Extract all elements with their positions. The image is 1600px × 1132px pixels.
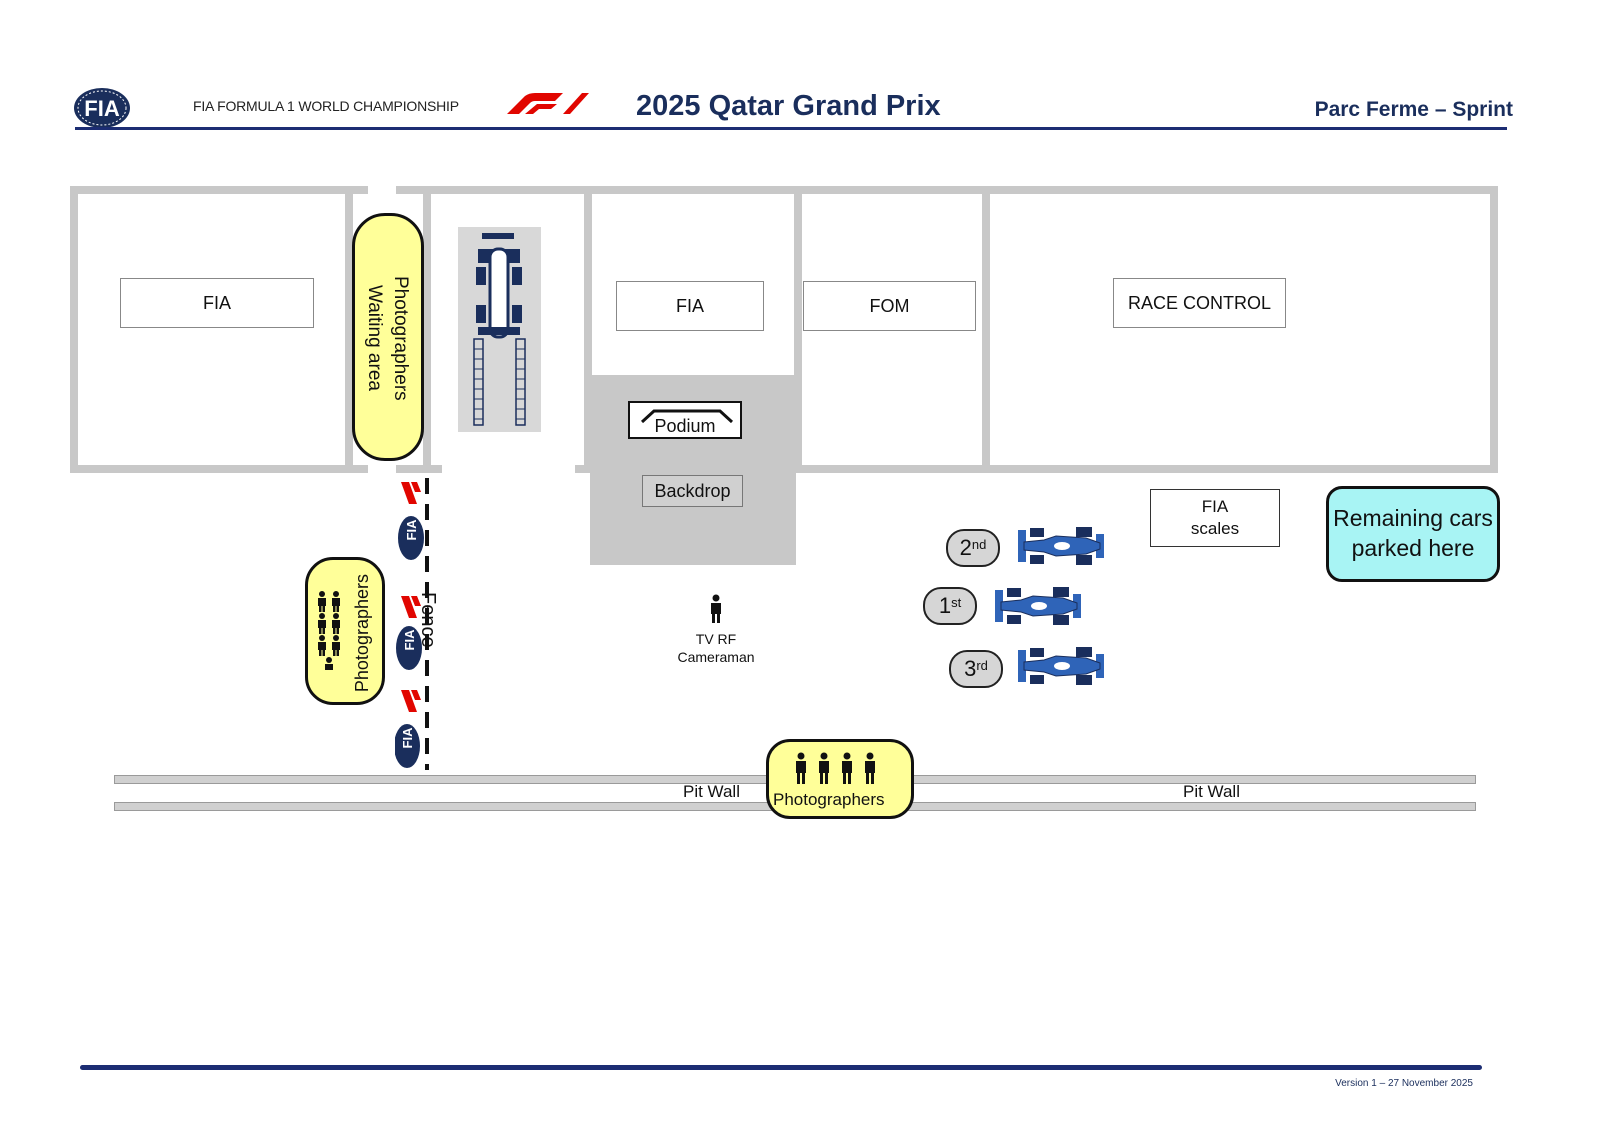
building-bottom-wall-mid: [396, 465, 442, 473]
remaining-cars-line2: parked here: [1351, 535, 1475, 561]
partition-5: [982, 194, 990, 465]
building-top-wall-left: [70, 186, 368, 194]
fia-scales-box: FIA scales: [1150, 489, 1280, 547]
tv-rf-cameraman-label: TV RF Cameraman: [677, 631, 755, 665]
partition-3: [584, 194, 592, 465]
race-control-room: RACE CONTROL: [1113, 278, 1286, 328]
svg-text:FIA: FIA: [400, 727, 415, 749]
fia-room-mid: FIA: [616, 281, 764, 331]
pit-wall-label-left: Pit Wall: [683, 782, 740, 801]
building-right-wall: [1490, 186, 1498, 473]
remaining-cars-line1: Remaining cars: [1333, 505, 1493, 532]
position-2-suffix: nd: [971, 536, 987, 552]
svg-text:FIA: FIA: [404, 519, 419, 541]
photographers-waiting-area: Photographers Waiting area: [352, 213, 424, 461]
remaining-cars-area: Remaining cars parked here: [1326, 486, 1500, 582]
version-label: Version 1 – 27 November 2025: [1335, 1078, 1473, 1089]
championship-label: FIA FORMULA 1 WORLD CHAMPIONSHIP: [193, 98, 459, 114]
fia-room-left: FIA: [120, 278, 314, 328]
building-top-wall-right: [396, 186, 1498, 194]
cameraman-icon: [711, 594, 721, 623]
partition-2: [423, 194, 431, 465]
car-2nd-icon: [1018, 527, 1104, 565]
fia-logo: FIA: [72, 86, 132, 135]
podium-box: Podium: [628, 401, 742, 439]
photographers-waiting-label: Photographers Waiting area: [361, 276, 413, 401]
building-bottom-wall-left: [70, 465, 368, 473]
photographers-bottom-label: Photographers: [773, 790, 885, 809]
fence-logos: FIA FIA FIA: [394, 478, 425, 770]
building-bottom-wall-right: [575, 465, 1498, 473]
photographers-side-people-icon: [318, 591, 340, 670]
header-divider: [75, 127, 1507, 130]
photographers-bottom-area: Photographers: [766, 739, 914, 819]
page-subtitle: Parc Ferme – Sprint: [1314, 98, 1513, 121]
podium-label: Podium: [654, 416, 716, 436]
fia-scales-label: FIA scales: [1190, 497, 1240, 538]
fom-room: FOM: [803, 281, 976, 331]
partition-4: [794, 194, 802, 465]
photographers-side-label: Photographers: [352, 574, 372, 693]
photographers-bottom-people-icon: [796, 752, 875, 784]
svg-text:FIA: FIA: [402, 629, 417, 651]
position-1-suffix: st: [951, 594, 962, 610]
photographers-waiting-text: Photographers Waiting area: [364, 276, 411, 401]
fence-label: Fence: [417, 592, 439, 648]
pit-wall-label-right: Pit Wall: [1183, 782, 1240, 801]
building-left-wall: [70, 186, 78, 473]
page-title: 2025 Qatar Grand Prix: [636, 90, 941, 122]
position-1-number: 1: [938, 593, 952, 618]
car-1st-icon: [995, 587, 1081, 625]
partition-1: [345, 194, 353, 465]
footer-divider: [80, 1065, 1482, 1070]
position-3-number: 3: [964, 656, 977, 681]
f1-logo: [505, 92, 589, 121]
position-2-number: 2: [959, 535, 972, 560]
fia-logo-text: FIA: [84, 96, 120, 121]
car-3rd-icon: [1018, 647, 1104, 685]
photographers-side-area: Photographers: [305, 557, 385, 705]
car-lift-platform: [458, 227, 541, 432]
position-3-suffix: rd: [976, 657, 988, 673]
backdrop-label: Backdrop: [642, 475, 743, 507]
fence-line: [425, 478, 429, 770]
